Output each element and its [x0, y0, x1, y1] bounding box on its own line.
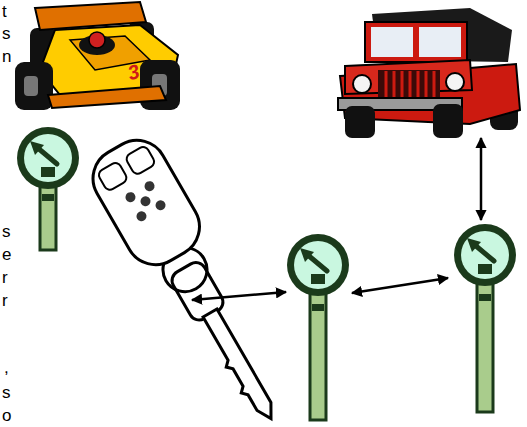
double-arrow — [480, 138, 483, 220]
fob-button — [124, 145, 156, 176]
key-fob — [82, 129, 304, 427]
jeep-node — [335, 5, 522, 138]
meter-node — [448, 220, 522, 415]
parking-meter — [287, 234, 349, 420]
meter-band — [479, 294, 491, 301]
fob-button — [97, 161, 129, 192]
hub — [24, 76, 38, 96]
cropped-text: o — [2, 406, 11, 426]
meter-node — [286, 230, 352, 420]
cropped-text: t — [2, 2, 7, 22]
cropped-text: s — [2, 24, 11, 44]
soft-top — [372, 8, 512, 62]
meter-band — [312, 304, 324, 311]
cropped-text: e — [2, 245, 11, 265]
cropped-text: n — [2, 47, 11, 67]
cropped-text: s — [2, 222, 11, 242]
double-arrow — [352, 278, 448, 293]
window — [419, 27, 461, 57]
cropped-text: , — [4, 358, 9, 378]
helmet — [89, 32, 105, 48]
parking-meter — [454, 224, 516, 412]
grille — [378, 70, 440, 98]
fob-body — [82, 129, 210, 275]
race-car — [15, 2, 180, 110]
meter-band — [42, 194, 54, 201]
meter-pole — [40, 184, 56, 250]
windshield-frame — [365, 22, 467, 62]
parking-meter — [17, 127, 79, 250]
fob-dots — [124, 179, 168, 223]
tire — [345, 106, 375, 138]
key-blade — [199, 309, 278, 425]
cropped-text: r — [2, 291, 8, 311]
cropped-text: s — [2, 383, 11, 403]
key-fob-node — [100, 140, 192, 420]
headlight — [446, 73, 464, 91]
headlight — [353, 75, 371, 93]
tire — [15, 62, 53, 110]
front-wing — [48, 86, 166, 108]
tire — [433, 104, 463, 138]
grille-slots — [386, 71, 434, 97]
window — [371, 27, 413, 57]
meter-pole — [477, 282, 493, 412]
car-side — [70, 36, 150, 70]
cropped-text: r — [2, 268, 8, 288]
meter-pole — [310, 292, 326, 420]
jeep — [338, 8, 520, 138]
double-arrow — [192, 292, 286, 300]
